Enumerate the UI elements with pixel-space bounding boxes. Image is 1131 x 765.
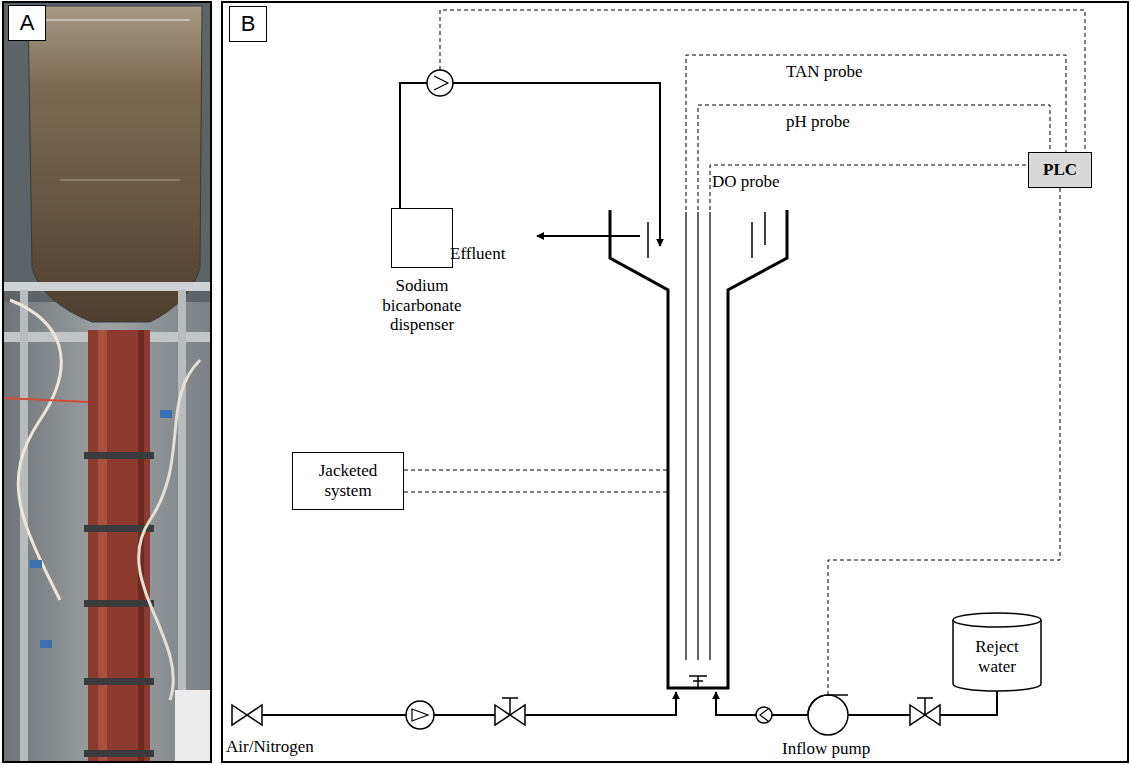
effluent-arrow [537, 235, 640, 237]
flow-meter [412, 709, 428, 721]
gas-valve [502, 698, 518, 715]
panel-tag: A [8, 5, 46, 41]
pump-label: Inflow pump [782, 739, 870, 759]
flow-meter [406, 701, 434, 729]
node-text: Reject water [962, 637, 1032, 676]
jacket-box: Jacketed system [292, 452, 404, 510]
box-outline [391, 208, 453, 268]
reactor-photo [3, 2, 211, 762]
plc-box: PLC [1028, 152, 1092, 188]
gas-pipe [262, 714, 406, 716]
stream-label: Effluent [450, 244, 505, 264]
node-text: Jacketed system [301, 461, 395, 500]
signal-lines [404, 10, 1085, 695]
inflow-pump [808, 695, 848, 715]
dosing-pump [427, 70, 453, 96]
reject-water-tank: Reject water [952, 612, 1042, 692]
panel-tag: B [229, 6, 267, 42]
dispenser-box: Sodium bicarbonate dispenser [367, 208, 477, 335]
node-text: B [241, 11, 256, 36]
check-valve [756, 707, 772, 723]
inflow-pump [808, 695, 848, 735]
gas-valve [232, 705, 262, 725]
dosing-pipe [400, 83, 427, 208]
node-text: PLC [1043, 160, 1077, 180]
node-text: A [20, 10, 35, 35]
inflow-pipe [772, 714, 808, 716]
panel-frame [222, 2, 1128, 762]
inflow-valve [917, 698, 933, 715]
diffuser [689, 676, 707, 688]
dosing-pump [434, 76, 448, 90]
node-text: Sodium bicarbonate dispenser [367, 276, 477, 335]
baffle [647, 222, 649, 258]
check-valve [760, 709, 768, 721]
gas-label: Air/Nitrogen [226, 737, 314, 757]
inflow-pipe [940, 690, 997, 715]
gas-pipe [525, 692, 676, 715]
probe-label: DO probe [712, 172, 780, 192]
baffle [752, 212, 765, 258]
dosing-pipe [453, 83, 660, 246]
inflow-pipe [848, 714, 910, 716]
probe-rods [686, 212, 710, 660]
photo-frame [3, 2, 211, 762]
probe-label: TAN probe [786, 62, 863, 82]
gas-pipe [434, 714, 495, 716]
probe-label: pH probe [786, 112, 850, 132]
reactor-vessel [610, 210, 787, 688]
inflow-pipe [716, 692, 756, 715]
